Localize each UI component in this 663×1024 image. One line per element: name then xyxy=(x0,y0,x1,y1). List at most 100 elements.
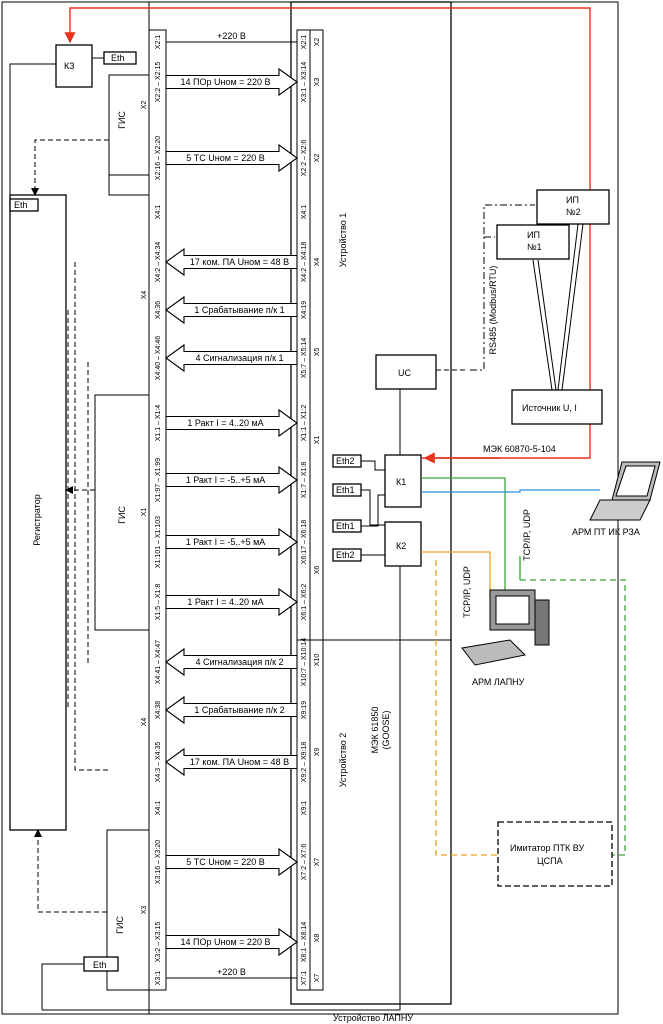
signal-arrow xyxy=(165,247,298,277)
green-dashed-link xyxy=(519,560,626,856)
arm-lapnu-computer-icon xyxy=(461,589,550,666)
left-terminal-label: X2:2 – X2:15 xyxy=(155,62,162,103)
iec61850-label-2: (GOOSE) xyxy=(381,710,391,749)
left-terminal-label: X3:16 – X3:20 xyxy=(155,840,162,884)
right-terminal-label: X2:2 – X2:6 xyxy=(301,140,308,177)
signal-arrow xyxy=(165,527,298,557)
right-terminal-label: X4:19 xyxy=(301,301,308,319)
signal-label: 4 Сигнализация п/к 1 xyxy=(195,353,283,363)
right-extra-labels: X2 X3 X2 X4:1 X4 X5 X1 X6 X10 X9 X9:1 X7… xyxy=(301,38,321,983)
ip2-box xyxy=(536,189,610,225)
left-x4-label-bottom: X4 xyxy=(141,718,148,727)
arm-lapnu-label: АРМ ЛАПНУ xyxy=(472,677,525,687)
source-label: Источник U, I xyxy=(522,403,577,413)
right-terminal-label: X6:17 – X6:18 xyxy=(301,520,308,564)
left-terminal-label: X4:40 – X4:46 xyxy=(155,336,162,380)
left-terminal-label: X1:1 – X1:4 xyxy=(155,405,162,442)
signal-label: 17 ком. ПА Uном = 48 В xyxy=(190,757,289,767)
signal-arrow xyxy=(165,408,298,438)
left-x1-label: X1 xyxy=(141,508,148,517)
kz-box xyxy=(55,44,93,88)
tcp-ip-label-1: TCP/IP, UDP xyxy=(462,566,472,618)
eth-wiring xyxy=(361,460,385,556)
blue-link xyxy=(421,489,600,493)
left-solid-wiring xyxy=(9,63,149,831)
left-terminal-label: X4:36 xyxy=(155,301,162,319)
right-extra-x2-mid: X2 xyxy=(314,154,321,163)
kz-eth-label: Eth xyxy=(111,53,125,63)
signal-label: 1 Ракт I = 4..20 мА xyxy=(187,597,263,607)
right-extra-x3-top: X3 xyxy=(314,78,321,87)
right-terminal-label: X8:1 – X8:14 xyxy=(301,922,308,963)
device1-eth2-label: Eth2 xyxy=(336,456,355,466)
right-terminal-label: X2:1 xyxy=(301,35,308,50)
signal-arrow xyxy=(165,747,298,777)
right-terminal-label: X6:1 – X6:2 xyxy=(301,584,308,621)
right-extra-x5: X5 xyxy=(314,348,321,357)
gis-block-1 xyxy=(108,74,150,196)
orange-link xyxy=(421,551,491,598)
gis-label-2: ГИС xyxy=(117,506,127,524)
arm-pt-laptop-icon xyxy=(589,461,661,521)
uc-box xyxy=(375,354,437,390)
signal-label: 5 ТС Uном = 220 В xyxy=(186,153,264,163)
right-extra-x4-1: X4:1 xyxy=(301,205,308,220)
source-to-ip-links xyxy=(532,223,584,391)
signal-label: 1 Ракт I = -5..+5 мА xyxy=(186,475,266,485)
gis-label-1: ГИС xyxy=(117,111,127,129)
right-extra-x6: X6 xyxy=(314,566,321,575)
signal-arrow xyxy=(165,143,298,173)
right-terminal-label: X4:2 – X4:18 xyxy=(301,242,308,283)
ip1-label-1: ИП xyxy=(527,230,540,240)
right-terminal-label: X7:2 – X7:6 xyxy=(301,844,308,881)
signal-arrow xyxy=(165,67,298,97)
registrator-label: Регистратор xyxy=(32,494,42,545)
right-extra-x2-top: X2 xyxy=(314,38,321,47)
right-extra-x9: X9 xyxy=(314,748,321,757)
right-extra-x9-1: X9:1 xyxy=(301,801,308,816)
right-extra-x1: X1 xyxy=(314,436,321,445)
left-x2-label: X2 xyxy=(141,101,148,110)
device1-label: Устройство 1 xyxy=(338,213,348,268)
registrator-eth-label: Eth xyxy=(14,200,28,210)
rs485-label: RS485 (Modbus/RTU) xyxy=(488,266,498,355)
signal-label: 4 Сигнализация п/к 2 xyxy=(195,657,283,667)
tcp-ip-label-2: TCP/IP, UDP xyxy=(522,509,532,561)
left-x4-label-top: X4 xyxy=(141,291,148,300)
right-terminal-label: X5:7 – X5:14 xyxy=(301,338,308,379)
left-terminal-label: X4:2 – X4:34 xyxy=(155,242,162,283)
signal-arrow xyxy=(165,847,298,877)
device1-eth1-label: Eth1 xyxy=(336,485,355,495)
signal-label: 17 ком. ПА Uном = 48 В xyxy=(190,257,289,267)
signal-label: 14 ПОр Uном = 220 В xyxy=(181,937,271,947)
signal-label: 1 Срабатывание п/к 2 xyxy=(194,705,284,715)
right-extra-x7-bottom: X7 xyxy=(314,974,321,983)
left-terminal-label: X1:97 – X1:99 xyxy=(155,458,162,502)
lapnu-device-label: Устройство ЛАПНУ xyxy=(333,1013,413,1023)
device2-eth2-label: Eth2 xyxy=(336,550,355,560)
green-link xyxy=(421,477,506,590)
ip1-label-2: №1 xyxy=(527,242,542,252)
k2-box xyxy=(384,521,422,567)
left-extra-x4-1-bottom: X4:1 xyxy=(155,801,162,816)
right-terminal-column-b xyxy=(309,29,324,991)
device2-eth1-label: Eth1 xyxy=(336,521,355,531)
iec104-label: МЭК 60870-5-104 xyxy=(483,444,556,454)
signal-label: 1 Ракт I = -5..+5 мА xyxy=(186,537,266,547)
signal-label: +220 В xyxy=(217,31,246,41)
right-terminal-label: X9:2 – X9:18 xyxy=(301,742,308,783)
right-terminal-label: X7:1 xyxy=(301,971,308,986)
kz-label: КЗ xyxy=(64,61,75,71)
registrator-dashed-links xyxy=(31,139,109,913)
signal-arrow xyxy=(165,647,298,677)
signal-label: 5 ТС Uном = 220 В xyxy=(186,857,264,867)
left-terminal-label: X1:5 – X1:8 xyxy=(155,584,162,621)
left-terminal-label: X4:41 – X4:47 xyxy=(155,640,162,684)
left-terminal-label: X1:101 – X1:103 xyxy=(155,516,162,568)
imitator-label-1: Имитатор ПТК ВУ xyxy=(510,843,584,853)
device2-label: Устройство 2 xyxy=(338,733,348,788)
arm-pt-label: АРМ ПТ ИК РЗА xyxy=(572,527,640,537)
signal-arrow xyxy=(165,587,298,617)
right-extra-x8: X8 xyxy=(314,934,321,943)
